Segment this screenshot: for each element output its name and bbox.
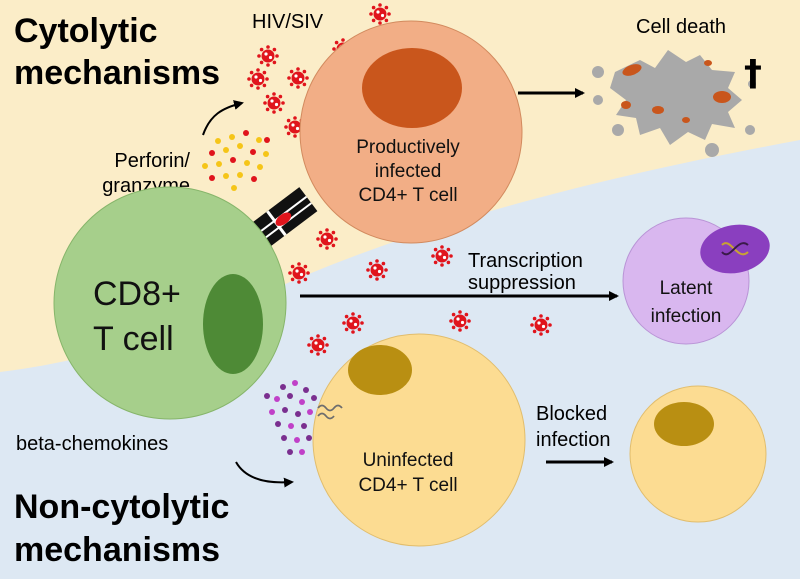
dagger-icon: † <box>744 53 762 94</box>
protected-cd4-cell <box>629 385 767 523</box>
dead-cell-body <box>610 50 742 145</box>
blocked-label-line1: Blocked <box>536 403 607 425</box>
perforin-arrow <box>202 100 244 136</box>
ccr5-receptor-icon <box>317 404 343 420</box>
virus-icon <box>366 259 388 281</box>
perforin-granules <box>202 130 270 191</box>
uninfected-nucleus <box>348 345 412 395</box>
cytolytic-title-line1: Cytolytic <box>14 12 158 50</box>
infected-label-line1: Productively <box>356 137 460 158</box>
latent-cell: Latent infection <box>622 217 770 345</box>
uninfected-label-line2: CD4+ T cell <box>358 475 457 496</box>
virus-icon <box>316 228 338 250</box>
cd8-label-line2: T cell <box>93 320 174 358</box>
cd8-nucleus <box>203 274 263 374</box>
virus-icon <box>288 262 310 284</box>
uninfected-cd4-cell: Uninfected CD4+ T cell <box>312 333 526 547</box>
chemokines-arrow <box>235 461 294 488</box>
infected-nucleus <box>362 48 462 128</box>
dead-cell <box>592 50 756 157</box>
cd8-t-cell: CD8+ T cell <box>53 186 287 420</box>
protected-nucleus <box>654 402 714 446</box>
virus-icon <box>263 92 285 114</box>
infected-label-line2: infected <box>375 161 442 182</box>
infected-label-line3: CD4+ T cell <box>358 185 457 206</box>
virus-icon <box>431 245 453 267</box>
cytolytic-title-line2: mechanisms <box>14 54 220 92</box>
virus-icon <box>247 68 269 90</box>
perforin-label-line1: Perforin/ <box>114 150 190 172</box>
chemokine-particles <box>264 380 317 455</box>
virus-icon <box>287 67 309 89</box>
latent-label-line2: infection <box>651 306 722 327</box>
transcription-label-line1: Transcription <box>468 250 583 272</box>
virus-icon <box>257 45 279 67</box>
virus-icon <box>369 3 391 25</box>
dna-icon <box>721 242 749 256</box>
chemokines-label: beta-chemokines <box>16 433 168 455</box>
virus-icon <box>342 312 364 334</box>
uninfected-label-line1: Uninfected <box>363 450 454 471</box>
latent-label-line1: Latent <box>660 278 714 299</box>
virus-label: HIV/SIV <box>252 11 324 33</box>
blocked-label-line2: infection <box>536 429 611 451</box>
cd8-label-line1: CD8+ <box>93 275 181 313</box>
noncytolytic-title-line2: mechanisms <box>14 531 220 569</box>
transcription-label-line2: suppression <box>468 272 576 294</box>
infected-cd4-cell: Productively infected CD4+ T cell <box>299 20 523 244</box>
virus-icon <box>307 334 329 356</box>
virus-icon <box>449 310 471 332</box>
cell-death-label: Cell death <box>636 16 726 38</box>
virus-icon <box>530 314 552 336</box>
noncytolytic-title-line1: Non-cytolytic <box>14 488 229 526</box>
